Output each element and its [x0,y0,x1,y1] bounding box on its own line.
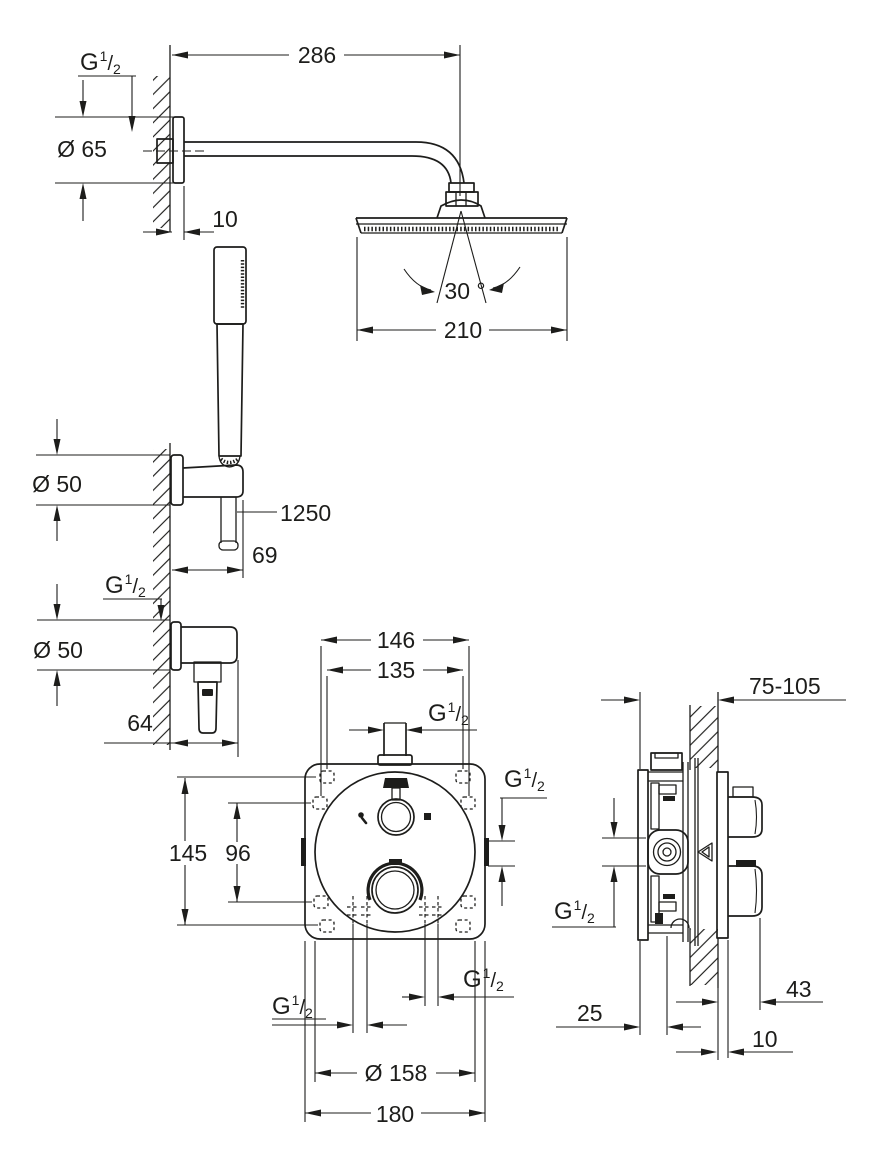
thermostat-trim-front: 146 135 G1/2 145 [169,627,547,1127]
dim-screws-135: 135 [326,657,464,769]
dim-1250-label: 1250 [280,500,331,526]
dim-housing-25: 25 [556,936,701,1035]
dim-180-label: 180 [376,1101,414,1127]
dim-30deg-label: 30 ° [444,278,485,304]
escutcheon-circle [314,771,476,933]
dim-escutcheon-65: Ø 65 [55,80,174,221]
dim-escutcheon-depth-10: 10 [143,186,238,240]
label-side-port-g12: G1/2 [488,765,547,906]
rough-in-body [637,752,713,946]
head-shower-head [355,217,568,234]
shower-holder [170,454,244,551]
dim-96-label: 96 [225,840,251,866]
dim-25-label: 25 [577,1000,603,1026]
dim-210-label: 210 [444,317,482,343]
label-bottom-left-g12: G1/2 [272,992,407,1029]
dim-arm-reach-286: 286 [172,42,461,196]
dim-145-label: 145 [169,840,207,866]
dim-holder-50: Ø 50 [32,419,170,541]
wall-outlet-section: G1/2 Ø 50 64 [33,571,239,757]
g12-label-top-port: G1/2 [428,699,469,728]
dim-10-label: 10 [212,206,238,232]
head-shower-section: 286 G1/2 Ø 65 10 [55,42,568,343]
wall-section-middle [153,443,171,750]
bottom-port-marks [347,896,444,1033]
hose-nipple-slot [202,689,213,696]
diverter-knob-side [728,796,763,838]
dim-swivel-30deg: 30 ° [403,210,521,304]
dim-64-label: 64 [127,710,153,736]
trim-side [716,771,763,939]
label-bottom-right-g12: G1/2 [402,965,514,1001]
dim-50a-label: Ø 50 [32,471,82,497]
dim-screws-145: 145 [169,776,318,926]
dim-135-label: 135 [377,657,415,683]
dim-plate-thickness-10: 10 [676,940,793,1058]
dim-146-label: 146 [377,627,415,653]
thermostat-knob [366,859,424,914]
dim-outlet-projection-64: 64 [104,660,239,757]
hose-end [218,540,239,551]
dim-50b-label: Ø 50 [33,637,83,663]
g12-label-side-port: G1/2 [504,765,545,794]
dim-outlet-50: Ø 50 [33,584,170,706]
dim-69-label: 69 [252,542,278,568]
dim-286-label: 286 [298,42,336,68]
dim-holder-projection-69: 69 [172,500,278,578]
dim-depth-75-105: 75-105 [601,673,846,769]
dim-projection-43: 43 [676,918,823,1060]
head-shower-joint [436,182,486,219]
dim-screws-96: 96 [225,802,312,903]
dim-hose-1250: 1250 [237,500,331,526]
trim-plate-side [716,771,729,939]
diverter-knob [358,778,431,836]
head-shower-icon [424,813,431,820]
dim-65-label: Ø 65 [57,136,107,162]
rough-in-side-view: 75-105 G1/2 25 4 [552,673,846,1060]
knurl-dots [219,457,240,465]
thermostat-knob-side [728,865,763,917]
g12-label-bottom-right: G1/2 [463,965,504,994]
dim-screws-146: 146 [320,627,470,796]
g12-label-outlet: G1/2 [105,571,146,600]
label-wall-thread-g12-top: G1/2 [78,48,136,132]
safestop-button [389,859,402,865]
wall-section-side [689,692,719,988]
hand-shower-icon [358,812,368,825]
dim-43-label: 43 [786,976,812,1002]
wall-outlet-elbow [170,621,238,734]
label-inlet-g12-side: G1/2 [552,798,646,928]
shower-arm [143,116,465,184]
side-port-tab-left [301,838,306,866]
g12-label-side-view: G1/2 [554,897,595,926]
dim-escutcheon-158: Ø 158 [314,941,476,1086]
hand-shower-section: Ø 50 1250 69 [32,246,331,750]
dim-head-210: 210 [356,237,568,343]
g12-label-bottom-left: G1/2 [272,992,313,1021]
trim-top-port [377,722,413,766]
diverter-handle [383,778,409,788]
dim-10b-label: 10 [752,1026,778,1052]
g12-label-arm: G1/2 [80,48,121,77]
side-port-tab-right [484,838,489,866]
flow-direction-marker [697,842,713,862]
hose-nut-knurl [193,661,222,683]
hand-shower [213,246,247,468]
dim-158-label: Ø 158 [365,1060,428,1086]
label-outlet-thread-g12: G1/2 [103,571,165,621]
dim-plate-180: 180 [304,941,486,1127]
dim-75-105-label: 75-105 [749,673,821,699]
label-top-port-g12: G1/2 [349,699,477,734]
